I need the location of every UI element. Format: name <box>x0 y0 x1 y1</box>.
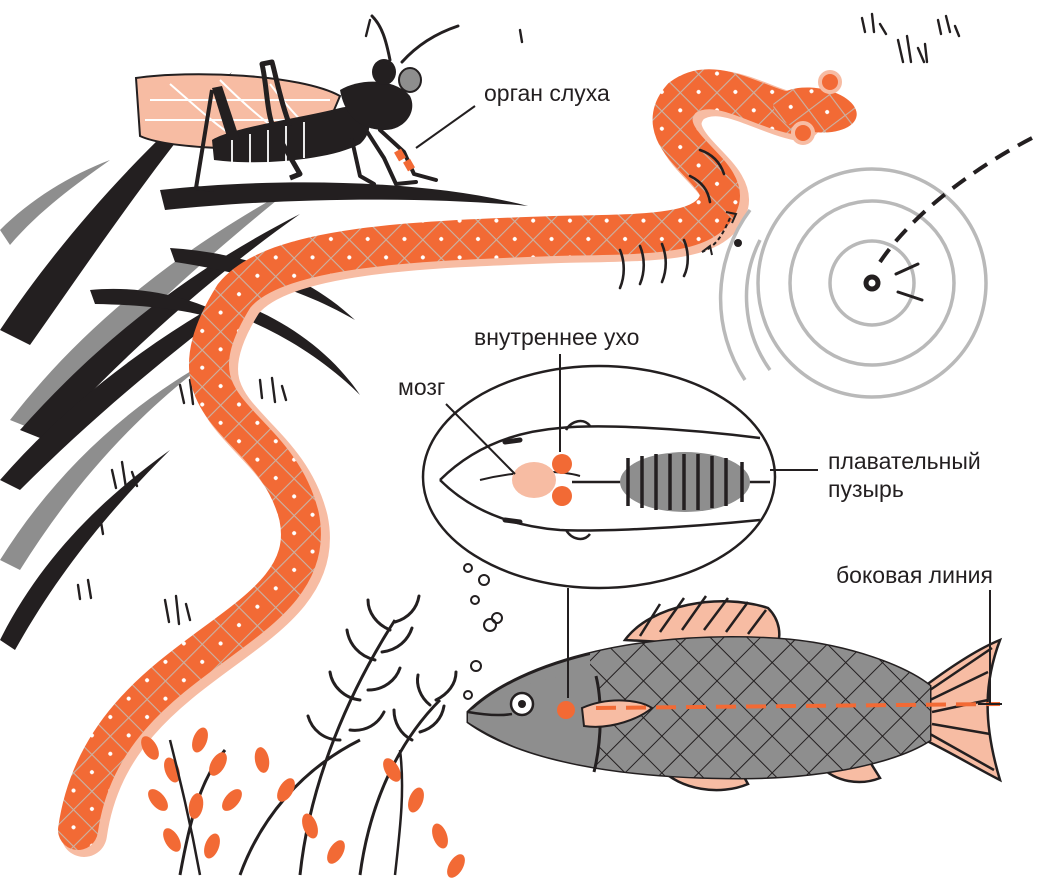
label-brain: мозг <box>398 374 445 400</box>
sound-rings <box>721 169 986 397</box>
bubbles <box>464 564 502 699</box>
label-hearing-organ: орган слуха <box>484 80 610 106</box>
label-lateral-line: боковая линия <box>836 562 993 588</box>
fish <box>468 596 1000 790</box>
label-inner-ear: внутреннее ухо <box>474 324 639 350</box>
grasshopper <box>136 16 458 190</box>
water-plants <box>137 596 468 878</box>
falling-insect-path <box>866 138 1032 300</box>
label-swim-bladder-line1: плавательный <box>828 448 981 474</box>
fish-cross-section <box>423 366 775 588</box>
label-swim-bladder-line2: пузырь <box>828 476 904 502</box>
